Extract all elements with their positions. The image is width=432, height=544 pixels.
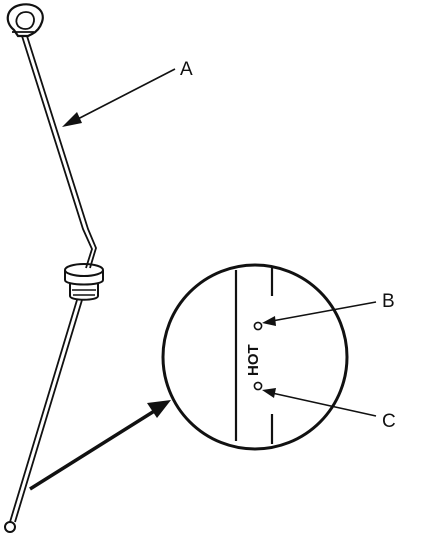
magnifier-pointer-line: [29, 408, 157, 491]
mark-hole-b: [253, 321, 263, 331]
label-c: C: [382, 411, 396, 432]
leader-line-a: [71, 68, 176, 123]
mark-hole-c: [253, 381, 263, 391]
dipstick-tip: [4, 521, 16, 533]
leader-line-c: [271, 392, 377, 417]
arrowhead-a: [62, 112, 82, 127]
arrowhead-c: [262, 388, 276, 398]
arrowhead-b: [262, 316, 276, 326]
leader-line-b: [271, 301, 377, 322]
label-a: A: [180, 59, 193, 80]
hot-marking-label: HOT: [245, 344, 262, 376]
label-b: B: [382, 291, 395, 312]
dipstick-blade: [9, 299, 83, 523]
dipstick-seal: [64, 263, 104, 301]
magnified-detail: HOT: [161, 263, 349, 451]
dipstick-handle: [6, 3, 44, 38]
magnifier-pointer-arrowhead: [147, 400, 171, 418]
dipstick-upper-shaft: [21, 35, 97, 269]
